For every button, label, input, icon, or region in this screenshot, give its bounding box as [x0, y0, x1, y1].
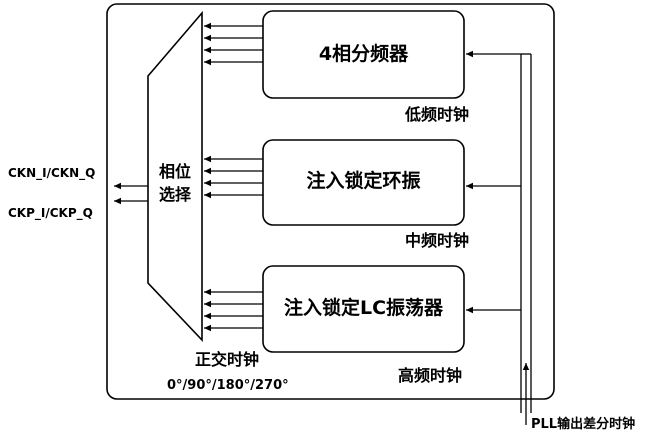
quadrature-clock-label: 正交时钟 [195, 350, 260, 369]
high-freq-clock-label: 高频时钟 [398, 366, 463, 385]
divider-label: 4相分频器 [318, 43, 409, 65]
phase-select-line1: 相位 [158, 162, 191, 181]
divider-phase-arrows [204, 22, 263, 66]
ckp-output-label: CKP_I/CKP_Q [8, 206, 93, 220]
outer-frame [106, 3, 555, 400]
low-freq-clock-label: 低频时钟 [405, 105, 470, 124]
ckn-output-label: CKN_I/CKN_Q [8, 166, 96, 180]
divider-block [262, 10, 465, 99]
lc-phase-arrows [204, 288, 263, 332]
lc-label: 注入锁定LC振荡器 [283, 297, 444, 319]
phase-select-line2: 选择 [158, 185, 191, 204]
ilro-phase-arrows [204, 155, 263, 199]
ilro-label: 注入锁定环振 [306, 170, 421, 192]
phase-select-mux [147, 10, 203, 343]
lc-block [262, 265, 465, 353]
phase-select-label: 相位 选择 [152, 160, 198, 206]
quadrature-phases-label: 0°/90°/180°/270° [167, 378, 289, 393]
pll-input-label: PLL输出差分时钟 [531, 417, 636, 432]
mid-freq-clock-label: 中频时钟 [405, 231, 470, 250]
